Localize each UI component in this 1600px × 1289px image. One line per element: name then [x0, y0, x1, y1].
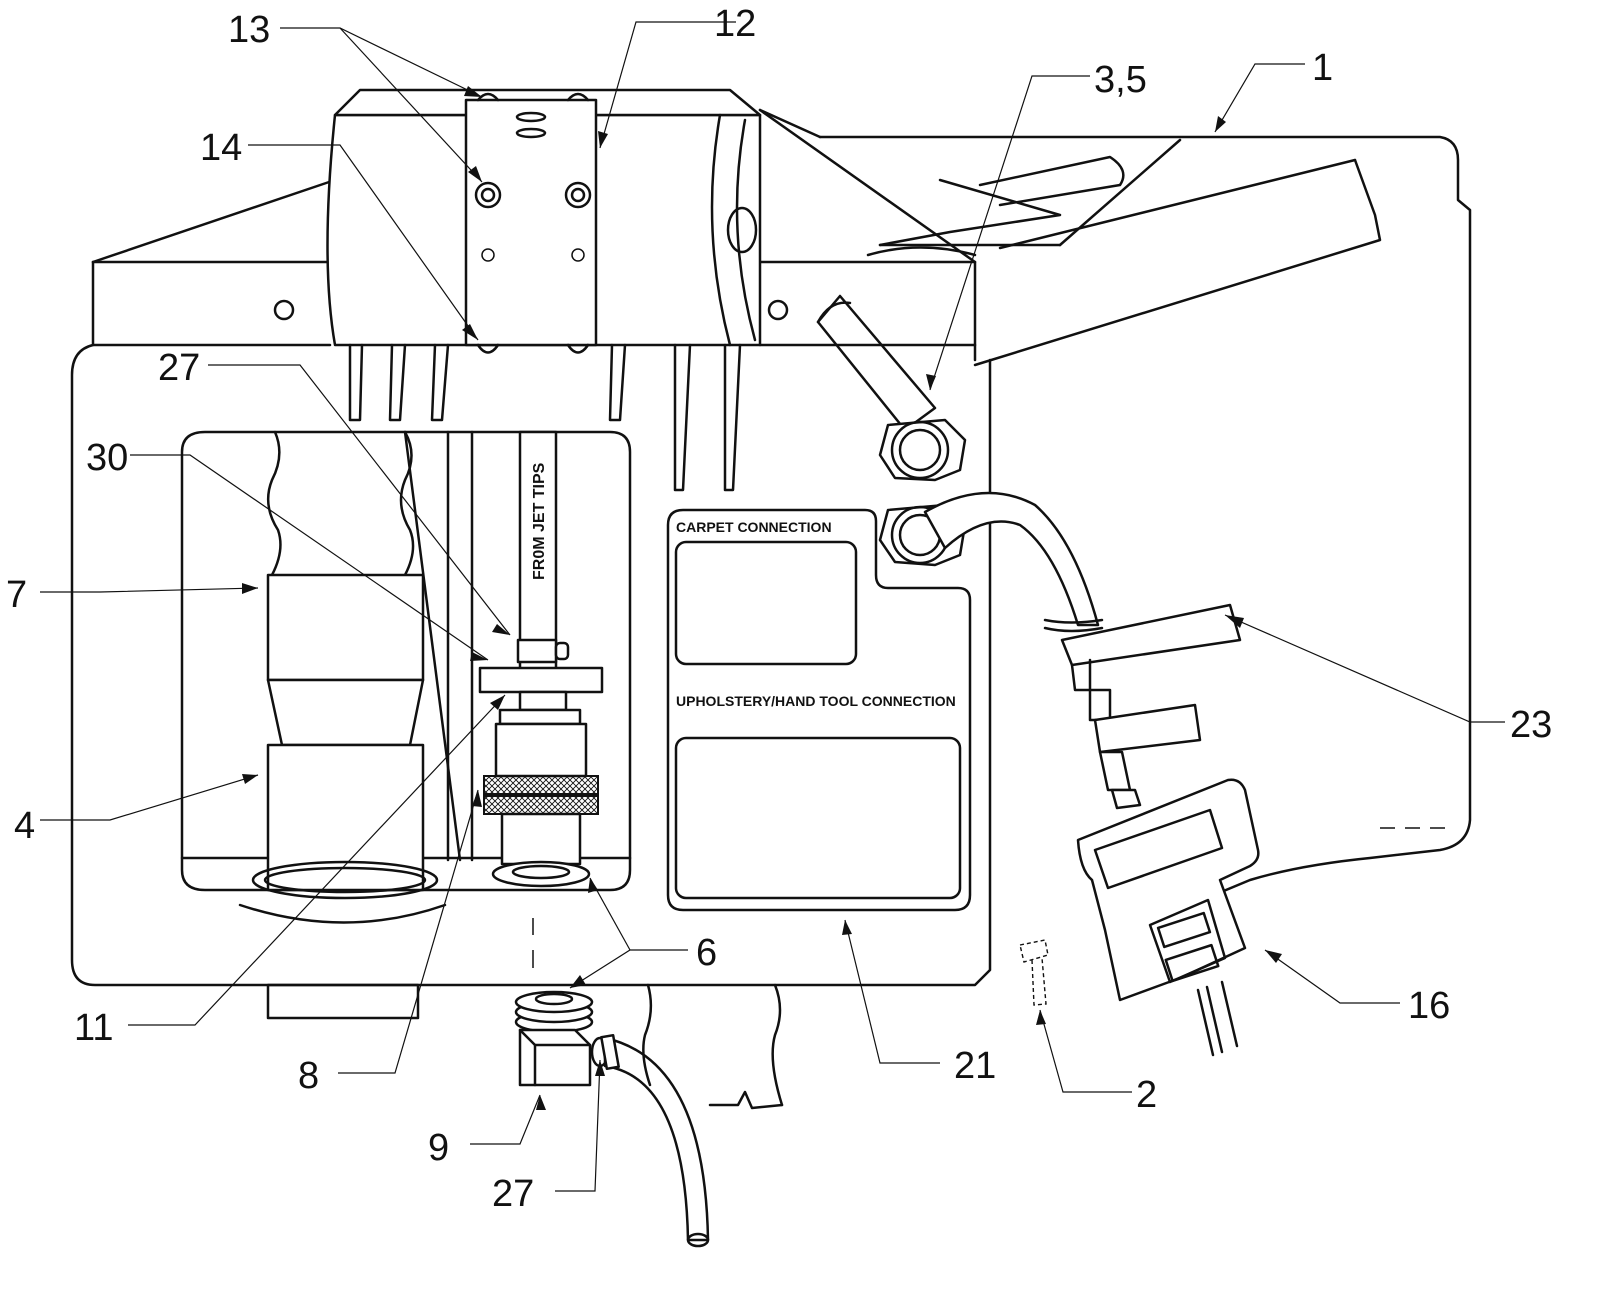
screw [1019, 939, 1049, 1006]
callout-9: 9 [428, 1127, 449, 1169]
upholstery-connection-label: UPHOLSTERY/HAND TOOL CONNECTION [676, 693, 956, 709]
cutaway-window [180, 430, 632, 892]
callout-3-5: 3,5 [1094, 59, 1147, 101]
vacuum-inlet [238, 573, 447, 1020]
leader-lines [40, 21, 1505, 1192]
callout-14: 14 [200, 127, 242, 169]
callout-16: 16 [1408, 985, 1450, 1027]
carpet-connection-label: CARPET CONNECTION [676, 519, 832, 535]
tube-label: FR0M JET TIPS [531, 462, 548, 580]
callout-11: 11 [74, 1007, 113, 1049]
callout-30: 30 [86, 437, 128, 479]
connection-panel: CARPET CONNECTION UPHOLSTERY/HAND TOOL C… [666, 508, 972, 912]
callout-1: 1 [1312, 47, 1333, 89]
bottom-fitting [514, 918, 784, 1248]
power-cord [1043, 603, 1260, 1057]
manifold-plate [464, 92, 598, 354]
callout-27-top: 27 [158, 347, 200, 389]
arrowheads [242, 86, 1282, 1110]
callout-27-bottom: 27 [492, 1173, 534, 1215]
callout-4: 4 [14, 805, 35, 847]
callout-2: 2 [1136, 1074, 1157, 1116]
callout-13: 13 [228, 9, 270, 51]
tank-body [758, 108, 1472, 907]
callout-8: 8 [298, 1055, 319, 1097]
callout-23: 23 [1510, 704, 1552, 746]
solution-tube: FR0M JET TIPS [478, 430, 604, 888]
callout-21: 21 [954, 1045, 996, 1087]
callout-7: 7 [6, 574, 27, 616]
hose-connectors [816, 294, 1100, 627]
callout-12: 12 [714, 3, 756, 45]
callout-labels: 13 12 3,5 1 14 27 30 7 23 4 6 16 11 21 8… [6, 3, 1552, 1215]
callout-6: 6 [696, 932, 717, 974]
front-panel [70, 343, 992, 987]
